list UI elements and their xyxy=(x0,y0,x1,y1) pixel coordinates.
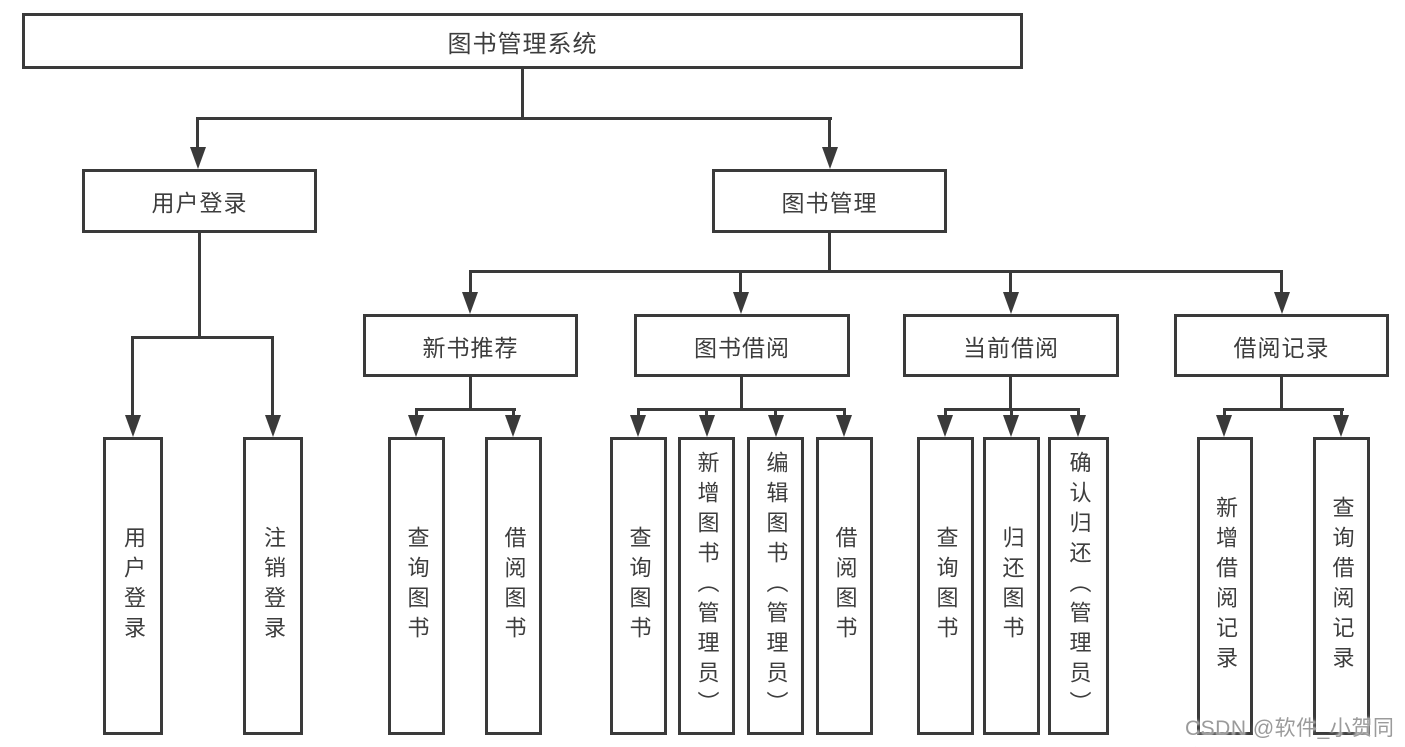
node-user-login: 用户登录 xyxy=(82,169,317,233)
leaf-return-book-label: 归还图书 xyxy=(999,526,1025,646)
leaf-return-book: 归还图书 xyxy=(983,437,1040,735)
connector-userlogin-trunk xyxy=(198,233,201,339)
node-new-book-recommend-label: 新书推荐 xyxy=(422,334,519,361)
connector-bookborrow-hbar xyxy=(637,408,846,411)
node-borrow-records-label: 借阅记录 xyxy=(1233,334,1330,361)
connector-bookborrow-drop-4 xyxy=(843,408,846,417)
leaf-borrow-books-borrow: 借阅图书 xyxy=(816,437,873,735)
connector-root-drop-right xyxy=(828,117,831,149)
arrow-to-leaf-logout-icon xyxy=(265,415,281,437)
arrow-to-book-management-icon xyxy=(822,147,838,169)
connector-bookborrow-trunk xyxy=(740,377,743,411)
connector-bookborrow-drop-3 xyxy=(774,408,777,417)
leaf-edit-book-admin: 编辑图书（管理员） xyxy=(747,437,804,735)
connector-bookmgmt-drop-3 xyxy=(1009,270,1012,294)
connector-userlogin-drop-1 xyxy=(131,336,134,416)
leaf-query-books-newbook: 查询图书 xyxy=(388,437,445,735)
leaf-logout: 注销登录 xyxy=(243,437,303,735)
node-borrow-records: 借阅记录 xyxy=(1174,314,1389,377)
leaf-query-books-current: 查询图书 xyxy=(917,437,974,735)
node-new-book-recommend: 新书推荐 xyxy=(363,314,578,377)
node-user-login-label: 用户登录 xyxy=(151,190,248,216)
arrow-borrowrecord-child-1-icon xyxy=(1216,415,1232,437)
arrow-newbook-child-1-icon xyxy=(408,415,424,437)
leaf-user-login-label: 用户登录 xyxy=(121,526,146,646)
leaf-add-book-admin-label: 新增图书（管理员） xyxy=(694,451,720,721)
connector-borrowrecord-trunk xyxy=(1280,377,1283,411)
connector-borrowrecord-drop-1 xyxy=(1223,408,1226,417)
connector-bookborrow-drop-1 xyxy=(637,408,640,417)
node-book-borrow-label: 图书借阅 xyxy=(694,334,790,361)
leaf-confirm-return-admin: 确认归还（管理员） xyxy=(1048,437,1109,735)
arrow-to-new-book-icon xyxy=(462,292,478,314)
connector-bookmgmt-drop-2 xyxy=(739,270,742,294)
arrow-to-book-borrow-icon xyxy=(733,292,749,314)
connector-borrowrecord-hbar xyxy=(1223,408,1344,411)
connector-bookmgmt-trunk xyxy=(828,233,831,273)
leaf-borrow-books-borrow-label: 借阅图书 xyxy=(832,526,858,646)
arrow-bookborrow-child-3-icon xyxy=(768,415,784,437)
node-root: 图书管理系统 xyxy=(22,13,1023,69)
connector-currentborrow-trunk xyxy=(1009,377,1012,411)
connector-newbook-hbar xyxy=(415,408,516,411)
leaf-logout-label: 注销登录 xyxy=(261,526,286,646)
connector-borrowrecord-drop-2 xyxy=(1340,408,1343,417)
leaf-query-books-borrow: 查询图书 xyxy=(610,437,667,735)
watermark: CSDN @软件_小贺同学 xyxy=(1185,717,1395,740)
connector-newbook-drop-2 xyxy=(512,408,515,417)
leaf-borrow-books-newbook: 借阅图书 xyxy=(485,437,542,735)
leaf-user-login: 用户登录 xyxy=(103,437,163,735)
arrow-bookborrow-child-1-icon xyxy=(630,415,646,437)
connector-root-drop-left xyxy=(196,117,199,149)
connector-userlogin-hbar xyxy=(131,336,274,339)
connector-userlogin-drop-2 xyxy=(271,336,274,416)
leaf-query-borrow-record: 查询借阅记录 xyxy=(1313,437,1370,735)
connector-newbook-trunk xyxy=(469,377,472,411)
leaf-query-books-current-label: 查询图书 xyxy=(933,526,959,646)
node-book-borrow: 图书借阅 xyxy=(634,314,850,377)
connector-bookmgmt-hbar xyxy=(469,270,1283,273)
leaf-edit-book-admin-label: 编辑图书（管理员） xyxy=(763,451,789,721)
arrow-to-current-borrow-icon xyxy=(1003,292,1019,314)
node-current-borrow: 当前借阅 xyxy=(903,314,1119,377)
arrow-to-leaf-user-login-icon xyxy=(125,415,141,437)
arrow-borrowrecord-child-2-icon xyxy=(1333,415,1349,437)
connector-currentborrow-drop-2 xyxy=(1010,408,1013,417)
arrow-to-borrow-records-icon xyxy=(1274,292,1290,314)
node-current-borrow-label: 当前借阅 xyxy=(963,334,1059,361)
leaf-query-borrow-record-label: 查询借阅记录 xyxy=(1329,496,1355,676)
leaf-add-borrow-record: 新增借阅记录 xyxy=(1197,437,1253,735)
connector-currentborrow-drop-3 xyxy=(1077,408,1080,417)
node-book-management-label: 图书管理 xyxy=(781,190,878,216)
leaf-borrow-books-newbook-label: 借阅图书 xyxy=(501,526,527,646)
connector-bookmgmt-drop-4 xyxy=(1280,270,1283,294)
connector-root-trunk xyxy=(521,69,524,117)
arrow-to-user-login-icon xyxy=(190,147,206,169)
arrow-newbook-child-2-icon xyxy=(505,415,521,437)
connector-newbook-drop-1 xyxy=(415,408,418,417)
arrow-currentborrow-child-2-icon xyxy=(1003,415,1019,437)
leaf-add-borrow-record-label: 新增借阅记录 xyxy=(1213,496,1238,676)
node-book-management: 图书管理 xyxy=(712,169,947,233)
arrow-bookborrow-child-2-icon xyxy=(699,415,715,437)
arrow-currentborrow-child-1-icon xyxy=(937,415,953,437)
arrow-bookborrow-child-4-icon xyxy=(836,415,852,437)
arrow-currentborrow-child-3-icon xyxy=(1070,415,1086,437)
leaf-query-books-borrow-label: 查询图书 xyxy=(626,526,652,646)
leaf-query-books-newbook-label: 查询图书 xyxy=(404,526,430,646)
connector-bookborrow-drop-2 xyxy=(705,408,708,417)
connector-currentborrow-drop-1 xyxy=(944,408,947,417)
leaf-confirm-return-admin-label: 确认归还（管理员） xyxy=(1066,451,1092,721)
node-root-label: 图书管理系统 xyxy=(447,30,598,58)
connector-bookmgmt-drop-1 xyxy=(469,270,472,294)
leaf-add-book-admin: 新增图书（管理员） xyxy=(678,437,735,735)
connector-root-hbar xyxy=(196,117,832,120)
